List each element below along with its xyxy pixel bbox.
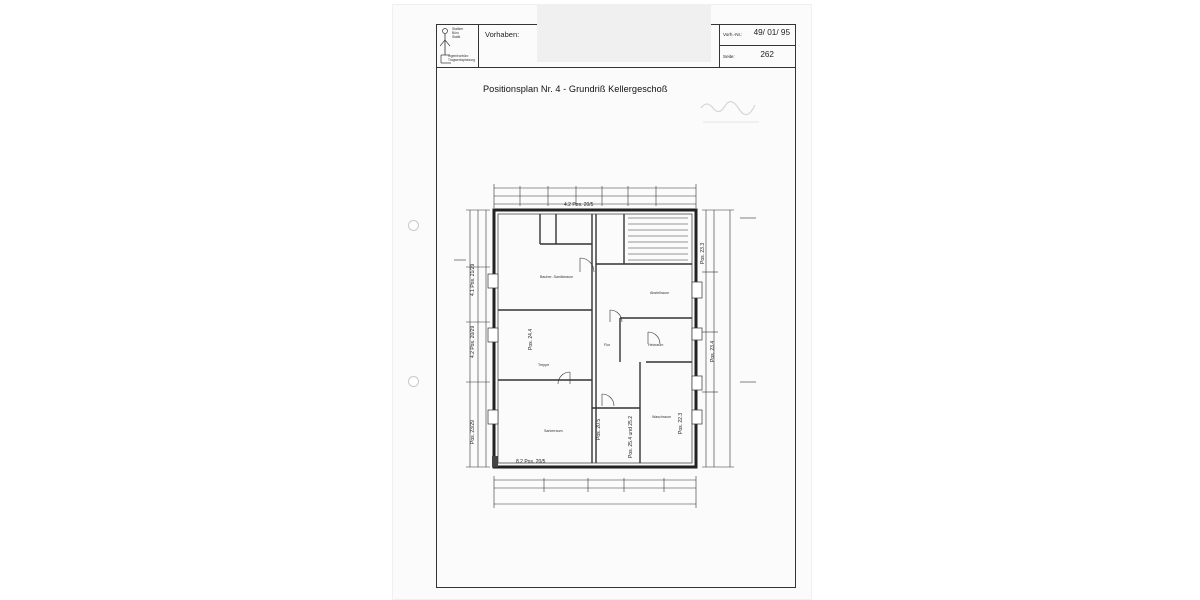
logo-text-1: Statiker bbox=[452, 27, 464, 31]
position-label-11: 8.2 Pos. 20/5 bbox=[516, 459, 546, 465]
room-label-wasch: Waschraum bbox=[652, 415, 671, 419]
position-label-5: Pos. 23.3 bbox=[700, 243, 706, 264]
logo-text-4: Ingenieurbüro bbox=[448, 54, 469, 58]
project-number-value: 49/ 01/ 95 bbox=[753, 28, 790, 37]
page-number-row: Seite: 262 bbox=[720, 45, 796, 67]
room-label-abstell: Abstellraum bbox=[650, 291, 669, 295]
project-number-row: Vorh.-Nr.: 49/ 01/ 95 bbox=[720, 24, 796, 45]
logo-text-2: Büro bbox=[452, 31, 459, 35]
position-label-4: Pos. 24.4 bbox=[528, 329, 534, 350]
position-label-9: Pos. 20.5 bbox=[596, 419, 602, 440]
room-label-flur: Flur bbox=[604, 343, 611, 347]
room-label-treppe: Treppe bbox=[538, 363, 549, 367]
page-number-value: 262 bbox=[760, 50, 774, 59]
floor-plan-drawing: Bauher.-Sanitärraum Treppe Sanierraum Fl… bbox=[454, 184, 756, 508]
page-number-label: Seite: bbox=[723, 54, 735, 59]
project-number-label: Vorh.-Nr.: bbox=[723, 32, 743, 37]
position-label-1: 4.1 Pos. 21/29 bbox=[470, 264, 476, 296]
logo-figure-icon bbox=[439, 28, 451, 64]
project-field: Vorhaben: bbox=[479, 4, 720, 67]
meta-fields: Vorh.-Nr.: 49/ 01/ 95 Seite: 262 bbox=[720, 24, 796, 67]
punch-hole-lower bbox=[408, 376, 419, 387]
project-label: Vorhaben: bbox=[485, 30, 520, 39]
position-label-10: 4.2 Pos. 20/5 bbox=[564, 202, 594, 208]
room-label-sanitaer: Bauher.-Sanitärraum bbox=[540, 275, 573, 279]
document-sheet bbox=[392, 4, 812, 600]
room-label-sanier: Sanierraum bbox=[544, 429, 563, 433]
logo-text-3: Statik bbox=[452, 35, 461, 39]
room-label-heiz: Heizraum bbox=[648, 343, 663, 347]
position-label-3: Pos. 23/29 bbox=[470, 420, 476, 444]
faint-handwriting-mark bbox=[700, 101, 759, 123]
plan-title: Positionsplan Nr. 4 - Grundriß Kellerges… bbox=[483, 84, 668, 94]
title-block: Statiker Büro Statik Ingenieurbüro Tragw… bbox=[436, 4, 796, 68]
redacted-project-name bbox=[537, 4, 711, 62]
position-label-2: 4.2 Pos. 20/29 bbox=[470, 326, 476, 358]
position-label-7: Pos. 23.4 bbox=[710, 341, 716, 362]
logo-text-5: Tragwerksplanung bbox=[448, 58, 475, 62]
punch-hole-upper bbox=[408, 220, 419, 231]
company-logo: Statiker Büro Statik Ingenieurbüro Tragw… bbox=[436, 24, 479, 67]
position-label-8: Pos. 25.4 und 25.2 bbox=[628, 416, 634, 458]
position-label-6: Pos. 22.3 bbox=[678, 413, 684, 434]
